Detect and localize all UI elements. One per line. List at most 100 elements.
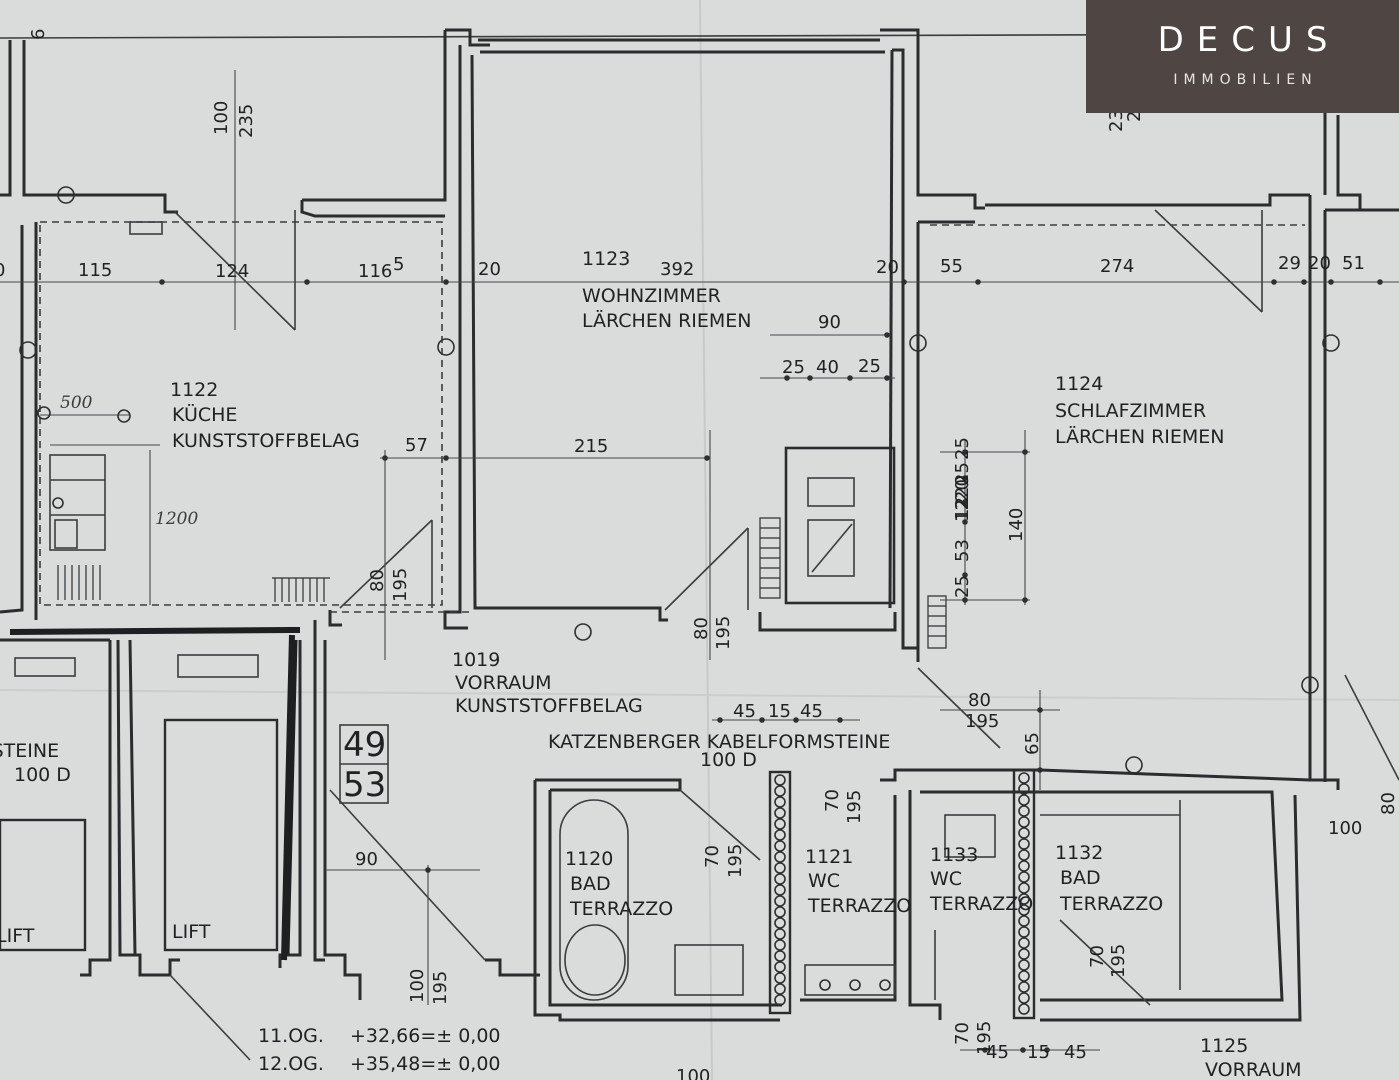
room-number: 1124 [1055,373,1103,395]
dim-label: 392 [660,259,694,280]
dim-label: 29 [1278,253,1301,274]
room-number: 1122 [170,379,218,401]
room-outlines [39,221,1305,613]
dimension-dot [425,867,431,873]
room-floor: LÄRCHEN RIEMEN [582,309,752,332]
dim-label: 70 [822,789,843,812]
dim-label: 70 [702,845,723,868]
cable-pipe [774,961,786,973]
dimension-dot [884,375,890,381]
cable-pipe [774,851,786,863]
cable-pipe [774,840,786,852]
cable-pipe [1018,838,1030,850]
room-number: 1121 [805,846,853,868]
dimension-dot [1301,279,1307,285]
cable-pipe [1018,860,1030,872]
dimension-dot [159,279,165,285]
paper-fold [0,689,1399,701]
dim-label: 90 [355,849,378,870]
cable-pipe [1018,992,1030,1004]
room-name: WOHNZIMMER [582,285,721,307]
dimension-dot [1328,279,1334,285]
dim-label: 57 [405,435,428,456]
dim-label: 25 [858,356,881,377]
dim-label: 215 [574,436,608,457]
dim-label: 235 [236,104,257,138]
cable-pipe [1018,948,1030,960]
dim-label: 100 [407,969,428,1003]
room-number: 1125 [1200,1035,1248,1057]
unit-number-bottom: 53 [343,765,386,805]
cable-pipe [774,994,786,1006]
cable-pipe [774,818,786,830]
dimension-dot [1037,767,1043,773]
dim-label: 5 [393,254,404,275]
dim-label: 195 [844,790,865,824]
dim-label: 40 [816,357,839,378]
cable-pipe [774,862,786,874]
handwritten-note: 1200 [155,509,198,529]
dimension-dot [304,279,310,285]
cable-pipe [774,884,786,896]
brand-name: DECUS [1157,20,1341,60]
room-floor: KUNSTSTOFFBELAG [455,695,643,717]
dimension-dot [443,455,449,461]
dimension-dot [759,717,765,723]
room-name: BAD [570,873,611,895]
cable-pipe [774,972,786,984]
cable-pipe [774,983,786,995]
dimension-dot [962,519,968,525]
cable-shaft-left [768,770,792,1015]
dimension-dot [1020,1047,1026,1053]
steine-label: ISTEINE [0,740,59,762]
cable-pipe [1018,1003,1030,1015]
dimension-dot [847,375,853,381]
cable-pipe [774,785,786,797]
dimension-dot [443,279,449,285]
level-value: +35,48=± 0,00 [350,1053,501,1075]
dim-label: 20 [952,479,973,502]
grid-markers [19,186,1340,774]
dimension-dot [1044,1047,1050,1053]
dim-label: 45 [733,701,756,722]
dim-label: 12 [952,497,973,520]
dimension-dot [837,717,843,723]
dim-label: 45 [986,1042,1009,1063]
level-value: +32,66=± 0,00 [350,1025,501,1047]
dim-label: 55 [940,256,963,277]
dim-label: 80 [968,690,991,711]
cable-pipe [774,829,786,841]
room-number: 1120 [565,848,613,870]
cable-pipe [1018,805,1030,817]
dim-label: 20 [952,475,973,498]
dimension-dot [807,375,813,381]
dimension-lines [0,70,1399,1051]
kabel-note-sub: 100 D [700,749,757,771]
bath-fixtures [559,799,1181,1001]
room-number: 1123 [582,248,630,270]
dim-label: 195 [390,568,411,602]
dimension-dot [784,375,790,381]
dim-label: 195 [974,1021,995,1055]
cable-pipe [1018,981,1030,993]
dim-label: 45 [1064,1042,1087,1063]
cable-pipe [1018,772,1030,784]
dimension-dot [1022,449,1028,455]
dim-label: 100 [1328,818,1362,839]
dim-label: 80 [1378,792,1399,815]
dimension-dot [962,499,968,505]
cable-pipe [774,774,786,786]
dim-label: 90 [818,312,841,333]
dimension-dot [975,279,981,285]
walls [0,28,1399,1022]
brand-tagline: IMMOBILIEN [1173,72,1318,88]
cable-pipe [1018,827,1030,839]
room-number: 1019 [452,649,500,671]
room-floor: LÄRCHEN RIEMEN [1055,425,1225,448]
dim-label: 25 [952,437,973,460]
level-label: 11.OG. [258,1025,324,1047]
dim-label: 20 [876,257,899,278]
dim-label: 140 [1006,508,1027,542]
dimension-dot [717,717,723,723]
